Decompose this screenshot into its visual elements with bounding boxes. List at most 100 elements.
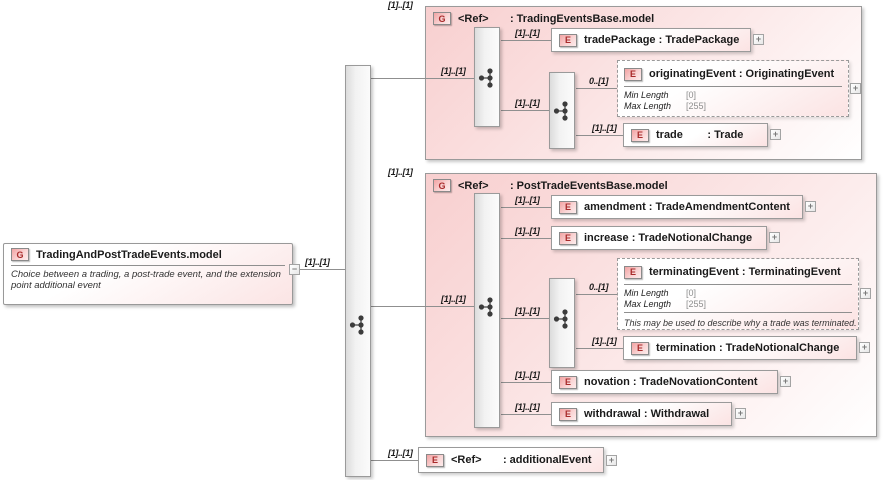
divider xyxy=(624,284,852,285)
expand-button[interactable]: + xyxy=(850,83,861,94)
choice-connector-post-trade-inner[interactable] xyxy=(549,278,575,368)
facet-value: [255] xyxy=(686,101,707,111)
facet-name: Max Length xyxy=(624,299,672,309)
facet-row: Max Length [255] xyxy=(624,101,842,112)
element-icon: E xyxy=(426,453,444,467)
cardinality-label: 0..[1] xyxy=(589,76,609,86)
divider xyxy=(624,86,842,87)
element-label: tradePackage : TradePackage xyxy=(584,34,740,46)
connector-line xyxy=(576,348,623,349)
expand-button[interactable]: + xyxy=(753,34,764,45)
element-label: amendment : TradeAmendmentContent xyxy=(584,201,790,213)
facet-value: [0] xyxy=(686,90,697,100)
element-box-termination[interactable]: E termination : TradeNotionalChange xyxy=(623,336,857,360)
facet-name: Min Length xyxy=(624,288,669,298)
element-box-novation[interactable]: E novation : TradeNovationContent xyxy=(551,370,778,394)
cardinality-label: [1]..[1] xyxy=(441,66,466,76)
sequence-connector-post-trade[interactable] xyxy=(474,193,500,428)
cardinality-label: [1]..[1] xyxy=(515,402,540,412)
connector-line xyxy=(370,306,475,307)
element-box-increase[interactable]: E increase : TradeNotionalChange xyxy=(551,226,767,250)
cardinality-label: [1]..[1] xyxy=(515,98,540,108)
connector-line xyxy=(501,318,549,319)
choice-icon xyxy=(478,68,493,88)
connector-line xyxy=(300,269,346,270)
element-icon: E xyxy=(559,200,577,214)
sequence-connector-trading[interactable] xyxy=(474,27,500,127)
element-box-additional-event[interactable]: E <Ref> : additionalEvent xyxy=(418,447,604,473)
element-box-trade-package[interactable]: E tradePackage : TradePackage xyxy=(551,28,751,52)
cardinality-label: [1]..[1] xyxy=(515,226,540,236)
element-label: originatingEvent : OriginatingEvent xyxy=(649,68,835,80)
group-icon: G xyxy=(433,179,451,192)
choice-icon xyxy=(478,297,493,317)
cardinality-label: [1]..[1] xyxy=(515,195,540,205)
connector-line xyxy=(501,382,551,383)
choice-connector-trading-inner[interactable] xyxy=(549,72,575,149)
root-model-header: G TradingAndPostTradeEvents.model xyxy=(11,248,285,261)
element-label: termination : TradeNotionalChange xyxy=(656,342,840,354)
group-icon: G xyxy=(11,248,29,261)
expand-button[interactable]: + xyxy=(859,342,870,353)
connector-line xyxy=(501,414,551,415)
element-icon: E xyxy=(631,341,649,355)
element-icon: E xyxy=(559,231,577,245)
cardinality-label: [1]..[1] xyxy=(592,123,617,133)
element-box-terminating-event[interactable]: E terminatingEvent : TerminatingEvent Mi… xyxy=(617,258,859,330)
choice-icon xyxy=(553,309,568,329)
group-icon: G xyxy=(433,12,451,25)
expand-button[interactable]: + xyxy=(860,288,871,299)
facet-name: Max Length xyxy=(624,101,672,111)
element-header: E originatingEvent : OriginatingEvent xyxy=(624,64,842,84)
connector-line xyxy=(576,294,617,295)
choice-connector-root[interactable] xyxy=(345,65,371,477)
expand-button[interactable]: + xyxy=(735,408,746,419)
root-model-title: TradingAndPostTradeEvents.model xyxy=(36,248,222,261)
element-icon: E xyxy=(624,265,642,279)
choice-icon xyxy=(349,315,364,335)
choice-icon xyxy=(553,101,568,121)
root-model-box[interactable]: G TradingAndPostTradeEvents.model Choice… xyxy=(3,243,293,305)
root-model-annotation: Choice between a trading, a post-trade e… xyxy=(11,269,281,291)
expand-button[interactable]: + xyxy=(606,455,617,466)
element-box-originating-event[interactable]: E originatingEvent : OriginatingEvent Mi… xyxy=(617,60,849,117)
connector-line xyxy=(501,207,551,208)
divider xyxy=(11,265,285,266)
cardinality-label: [1]..[1] xyxy=(388,0,413,10)
element-label: <Ref> : additionalEvent xyxy=(451,454,592,466)
element-box-trade[interactable]: E trade : Trade xyxy=(623,123,768,147)
cardinality-label: [1]..[1] xyxy=(592,336,617,346)
facet-row: Max Length [255] xyxy=(624,299,852,310)
cardinality-label: 0..[1] xyxy=(589,282,609,292)
element-label: withdrawal : Withdrawal xyxy=(584,408,710,420)
cardinality-label: [1]..[1] xyxy=(515,370,540,380)
group-title: <Ref> : TradingEventsBase.model xyxy=(458,12,655,25)
element-label: trade : Trade xyxy=(656,129,744,141)
cardinality-label: [1]..[1] xyxy=(515,28,540,38)
expand-button[interactable]: + xyxy=(805,201,816,212)
group-header: G <Ref> : PostTradeEventsBase.model xyxy=(426,174,876,197)
expand-button[interactable]: + xyxy=(780,376,791,387)
facet-value: [0] xyxy=(686,288,697,298)
element-label: increase : TradeNotionalChange xyxy=(584,232,753,244)
connector-line xyxy=(576,88,617,89)
connector-line xyxy=(501,40,551,41)
facet-value: [255] xyxy=(686,299,707,309)
connector-line xyxy=(576,135,623,136)
element-box-amendment[interactable]: E amendment : TradeAmendmentContent xyxy=(551,195,803,219)
expand-button[interactable]: + xyxy=(769,232,780,243)
facet-name: Min Length xyxy=(624,90,669,100)
element-icon: E xyxy=(559,375,577,389)
cardinality-label: [1]..[1] xyxy=(305,257,330,267)
cardinality-label: [1]..[1] xyxy=(388,167,413,177)
expand-button[interactable]: + xyxy=(770,129,781,140)
collapse-button[interactable]: − xyxy=(289,264,300,275)
element-header: E terminatingEvent : TerminatingEvent xyxy=(624,262,852,282)
connector-line xyxy=(370,78,475,79)
element-box-withdrawal[interactable]: E withdrawal : Withdrawal xyxy=(551,402,732,426)
connector-line xyxy=(370,460,418,461)
facet-row: Min Length [0] xyxy=(624,90,842,101)
element-icon: E xyxy=(624,67,642,81)
connector-line xyxy=(501,110,549,111)
